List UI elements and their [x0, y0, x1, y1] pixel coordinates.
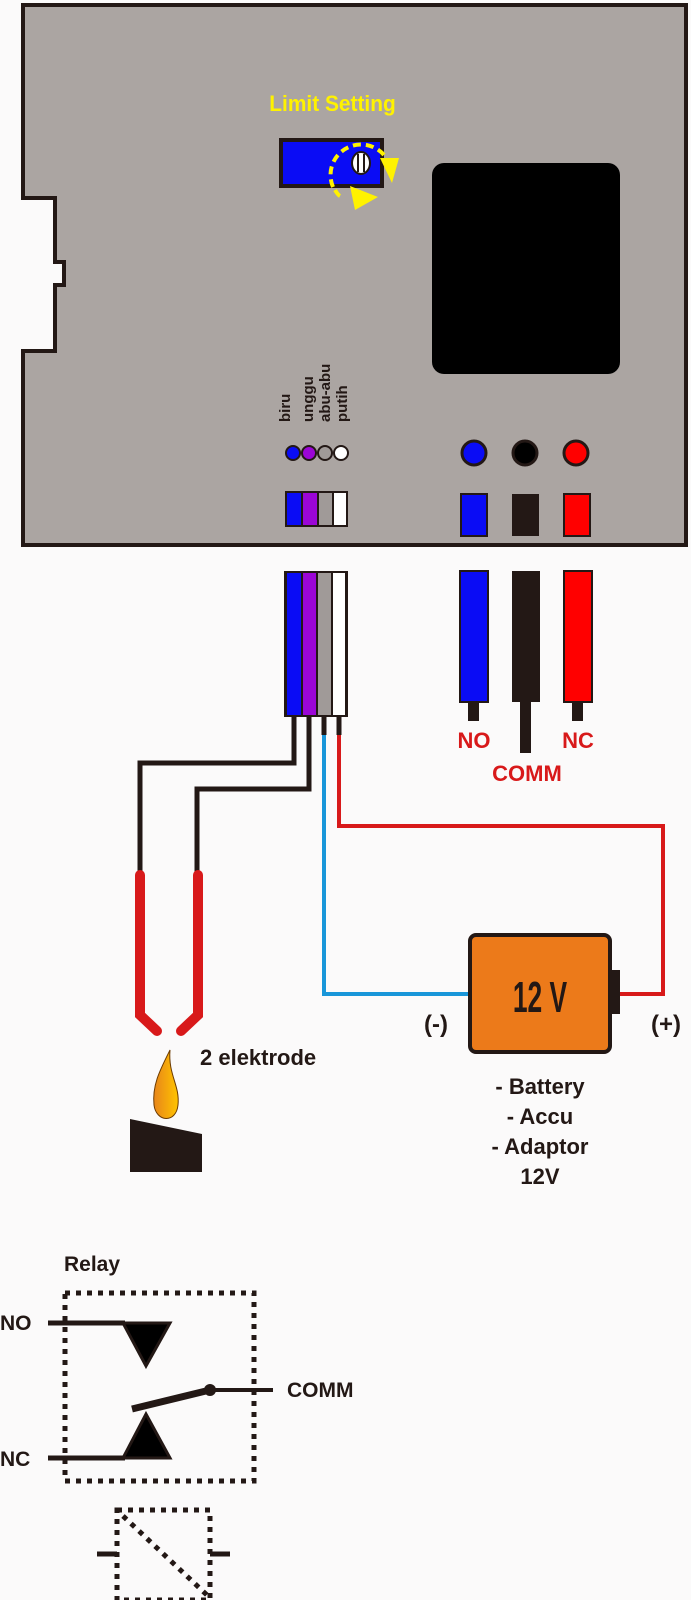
- flame-icon: [153, 1049, 179, 1119]
- controller-board: [21, 3, 688, 547]
- electrode-label: 2 elektrode: [200, 1045, 316, 1070]
- candle-icon: [130, 1119, 202, 1172]
- relay-symbol-comm-label: COMM: [287, 1379, 354, 1402]
- negative-terminal-label: (-): [424, 1011, 448, 1038]
- dot-unggu: [301, 445, 317, 461]
- battery-12v: [468, 933, 620, 1054]
- terminal-dot-nc: [562, 439, 590, 467]
- power-source-1: - Battery: [495, 1074, 585, 1099]
- relay-switch-arm: [131, 1386, 211, 1413]
- dot-abu-abu: [317, 445, 333, 461]
- relay-coil-icon: [97, 1507, 230, 1600]
- battery-voltage-label: 12 V: [513, 972, 567, 1022]
- sensor-connector-plug[interactable]: [284, 571, 348, 717]
- limit-potentiometer[interactable]: [279, 138, 399, 210]
- output-label-no: NO: [458, 728, 491, 753]
- trimmer-screw-icon[interactable]: [351, 151, 371, 175]
- terminal-comm: [512, 494, 539, 536]
- wire-color-labels: biru unggu abu-abu putih: [277, 364, 351, 422]
- electrode-pair: [135, 870, 203, 1036]
- power-source-4: 12V: [520, 1164, 559, 1189]
- output-label-nc: NC: [562, 728, 594, 753]
- sensor-connector-board: [285, 491, 348, 527]
- output-wire-comm: [512, 571, 540, 753]
- output-label-comm: COMM: [492, 761, 562, 786]
- no-contact-icon: [120, 1321, 173, 1370]
- relay-component: [432, 163, 620, 374]
- wire-color-dots: [285, 445, 349, 461]
- terminal-nc: [563, 493, 591, 537]
- wire-label-abu-abu: abu-abu: [317, 364, 334, 422]
- relay-symbol-no-label: NO: [0, 1312, 32, 1335]
- positive-terminal-label: (+): [651, 1011, 681, 1038]
- rotation-arrow-icon: [328, 142, 391, 188]
- terminal-no: [460, 493, 488, 537]
- wire-label-putih: putih: [334, 385, 351, 422]
- terminal-dot-comm: [511, 439, 539, 467]
- dot-biru: [285, 445, 301, 461]
- wire-unggu-to-electrode: [194, 717, 312, 880]
- wire-label-unggu: unggu: [300, 376, 317, 422]
- wire-biru-to-electrode: [137, 717, 297, 880]
- limit-setting-label: Limit Setting: [269, 92, 395, 117]
- relay-symbol-nc-label: NC: [0, 1448, 30, 1471]
- output-wire-nc: [563, 570, 593, 721]
- dot-putih: [333, 445, 349, 461]
- relay-contact-box: [62, 1290, 257, 1484]
- nc-contact-icon: [120, 1410, 173, 1460]
- output-wire-no: [459, 570, 489, 721]
- relay-symbol-title: Relay: [64, 1253, 120, 1276]
- wire-label-biru: biru: [277, 394, 294, 422]
- power-source-3: - Adaptor: [492, 1134, 589, 1159]
- power-source-2: - Accu: [507, 1104, 573, 1129]
- wire-negative: [322, 735, 470, 996]
- terminal-dot-no: [460, 439, 488, 467]
- wire-positive: [337, 735, 665, 996]
